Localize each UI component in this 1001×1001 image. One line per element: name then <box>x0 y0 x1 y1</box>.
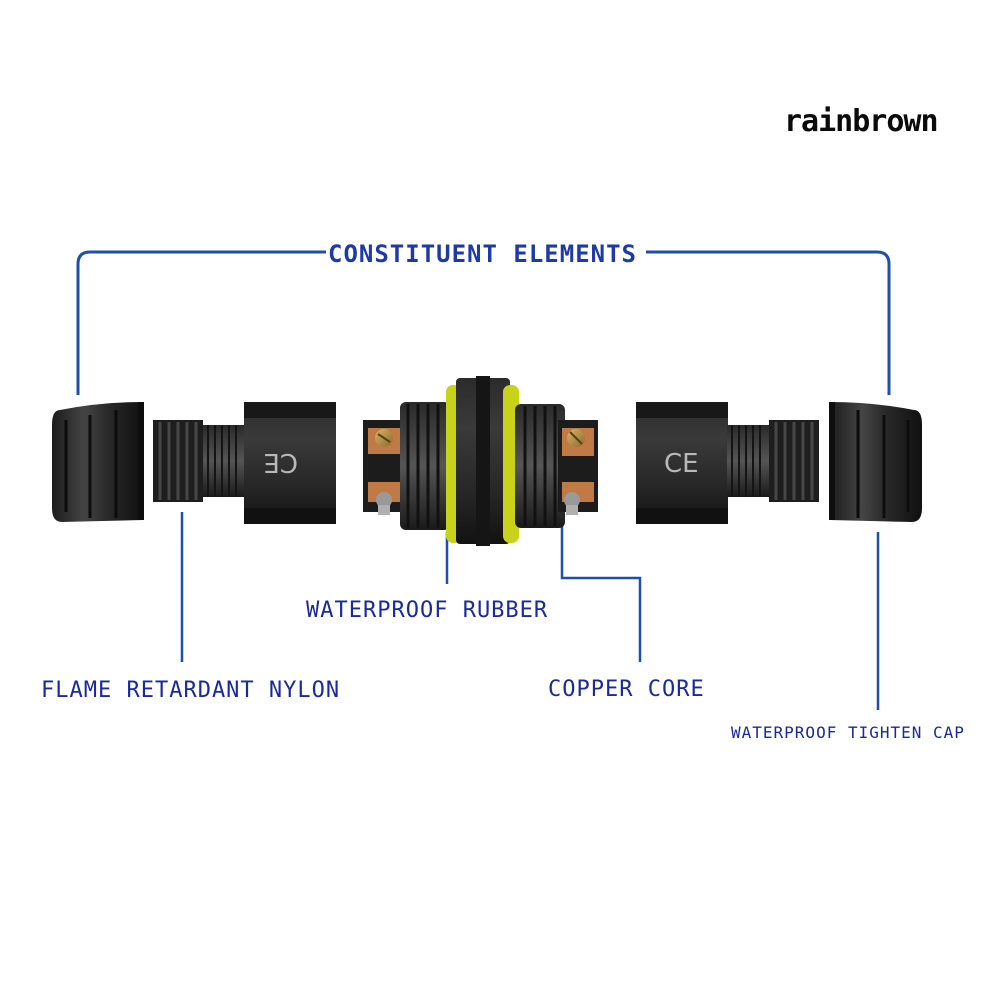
copper-core-left <box>363 420 405 515</box>
ce-mark-left: CE <box>263 447 298 477</box>
label-flame-retardant-nylon: FLAME RETARDANT NYLON <box>41 678 341 703</box>
leader-lines <box>180 512 880 710</box>
right-connector-body <box>636 402 728 524</box>
bracket-line <box>76 250 891 395</box>
label-copper-core: COPPER CORE <box>548 677 705 702</box>
left-nylon-insert <box>153 420 245 502</box>
left-connector-body <box>244 402 336 524</box>
ce-mark-right: CE <box>664 449 699 479</box>
right-nylon-insert <box>727 420 819 502</box>
brand-logo: rainbrown <box>784 104 939 139</box>
label-waterproof-rubber: WATERPROOF RUBBER <box>306 598 549 623</box>
label-waterproof-tighten-cap: WATERPROOF TIGHTEN CAP <box>731 723 965 742</box>
diagram-title: CONSTITUENT ELEMENTS <box>326 240 639 268</box>
center-coupler <box>400 376 565 546</box>
right-tighten-cap <box>829 402 922 522</box>
left-tighten-cap <box>52 402 144 522</box>
copper-core-right <box>558 420 598 515</box>
leader-copper <box>560 512 642 662</box>
